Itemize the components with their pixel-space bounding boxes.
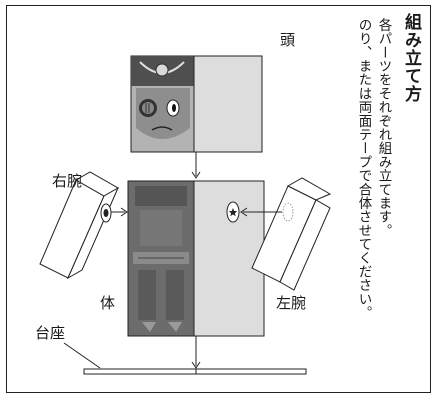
- right-arm-label: 右腕: [52, 172, 83, 190]
- page-title: 組み立て方: [401, 13, 421, 103]
- left-arm-piece: [251, 177, 332, 291]
- base-label: 台座: [35, 324, 66, 342]
- head-label: 頭: [280, 31, 296, 49]
- instruction-line-1: 各パーツをそれぞれ組み立てます。: [375, 18, 392, 238]
- left-arm-label: 左腕: [276, 294, 307, 312]
- body-piece: [127, 180, 265, 337]
- base-leader-line: [63, 342, 101, 369]
- body-label: 体: [100, 294, 116, 312]
- right-arm-piece: [39, 171, 120, 280]
- base-piece: [83, 368, 307, 375]
- head-piece: [130, 55, 263, 153]
- instruction-line-2: のり、または両面テープで合体させてください。: [355, 18, 372, 320]
